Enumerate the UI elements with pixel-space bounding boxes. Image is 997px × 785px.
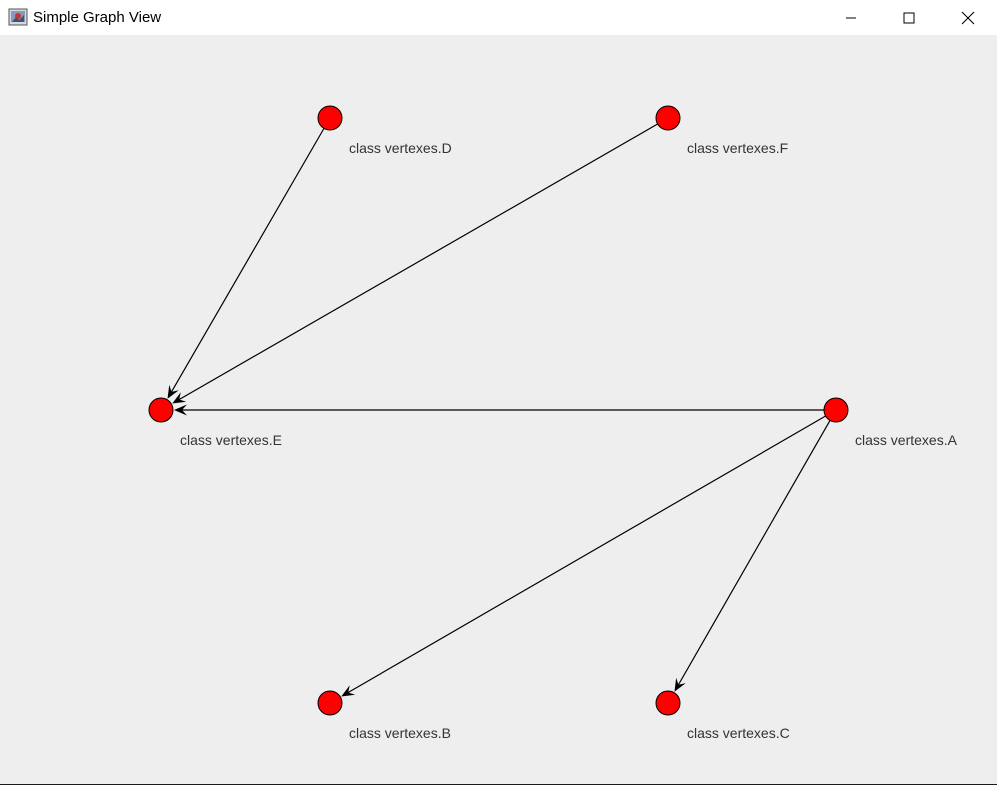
edge-line: [344, 415, 826, 696]
arrowhead-icon: [174, 404, 187, 416]
vertex-C[interactable]: [655, 690, 681, 716]
window-title: Simple Graph View: [33, 9, 162, 26]
edge-line: [168, 128, 325, 396]
arrowhead-icon: [674, 677, 686, 692]
edge-line: [675, 420, 831, 689]
vertices-layer: [148, 105, 849, 716]
java-app-icon[interactable]: [8, 7, 28, 27]
vertex-label-C: class vertexes.C: [687, 725, 790, 741]
arrowhead-icon: [167, 384, 179, 399]
vertex-E[interactable]: [148, 397, 174, 423]
edges-layer: [167, 123, 831, 697]
maximize-icon: [903, 12, 915, 23]
arrowhead-icon: [341, 685, 356, 697]
vertex-label-E: class vertexes.E: [180, 432, 282, 448]
arrowhead-icon: [172, 392, 187, 404]
vertex-label-F: class vertexes.F: [687, 140, 788, 156]
title-bar[interactable]: Simple Graph View: [0, 0, 997, 35]
vertex-label-A: class vertexes.A: [855, 432, 958, 448]
maximize-button[interactable]: [880, 0, 938, 35]
vertex-D[interactable]: [317, 105, 343, 131]
vertex-F[interactable]: [655, 105, 681, 131]
minimize-icon: [846, 17, 856, 18]
minimize-button[interactable]: [822, 0, 880, 35]
graph-svg[interactable]: class vertexes.D class vertexes.F class ve…: [0, 35, 997, 784]
edge-A-B[interactable]: [341, 415, 826, 697]
vertex-B[interactable]: [317, 690, 343, 716]
edge-F-E[interactable]: [172, 123, 658, 404]
vertex-A[interactable]: [823, 397, 849, 423]
edge-D-E[interactable]: [167, 128, 325, 399]
edge-line: [175, 123, 658, 403]
vertex-label-B: class vertexes.B: [349, 725, 451, 741]
close-button[interactable]: [939, 0, 997, 35]
edge-A-E[interactable]: [174, 404, 824, 416]
close-icon: [961, 11, 975, 24]
graph-canvas[interactable]: class vertexes.D class vertexes.F class ve…: [0, 35, 997, 784]
labels-layer: class vertexes.D class vertexes.F class ve…: [180, 140, 958, 741]
edge-A-C[interactable]: [674, 420, 831, 692]
vertex-label-D: class vertexes.D: [349, 140, 452, 156]
